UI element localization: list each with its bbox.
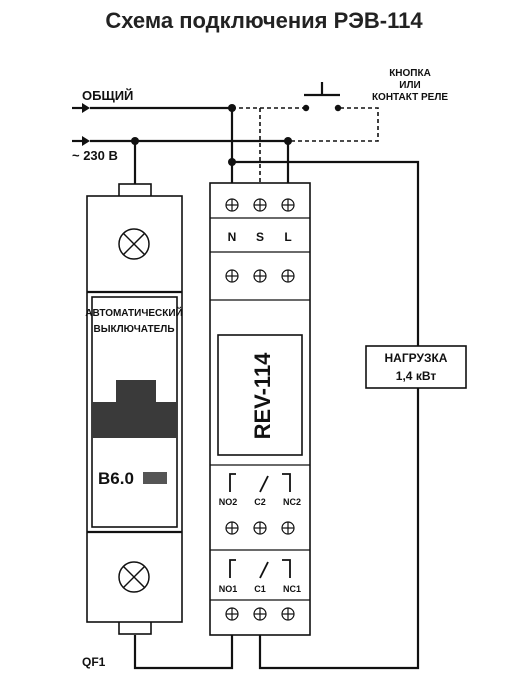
- breaker-id: QF1: [82, 655, 106, 669]
- terminal-screw-icon: [281, 198, 295, 212]
- relay-rev-114: [209, 182, 311, 636]
- junction-dot: [284, 137, 292, 145]
- button-label-line3: КОНТАКТ РЕЛЕ: [372, 92, 448, 103]
- breaker-label-line1: АВТОМАТИЧЕСКИЙ: [85, 306, 182, 319]
- load-power: 1,4 кВт: [396, 369, 437, 383]
- terminal-label-n: N: [228, 230, 237, 244]
- terminal-screw-icon: [225, 521, 239, 535]
- contact-label-c1: C1: [254, 584, 266, 594]
- contact-group-1-symbol: [229, 559, 291, 579]
- button-label-line2: ИЛИ: [399, 80, 420, 91]
- common-wire-label: ОБЩИЙ: [82, 88, 133, 103]
- common-input-arrow: [72, 103, 90, 113]
- terminal-screw-icon: [225, 269, 239, 283]
- contact-label-c2: C2: [254, 497, 266, 507]
- terminal-screw-icon: [281, 607, 295, 621]
- lamp-icon-top: [118, 228, 150, 260]
- button-label-line1: КНОПКА: [389, 68, 431, 79]
- contact-label-nc2: NC2: [283, 497, 301, 507]
- contact-label-no2: NO2: [219, 497, 238, 507]
- breaker-output-wire: [133, 620, 234, 670]
- terminal-screw-icon: [281, 521, 295, 535]
- load-label: НАГРУЗКА: [385, 351, 448, 365]
- contact-group-2-symbol: [229, 473, 291, 493]
- lamp-icon-bottom: [118, 561, 150, 593]
- diagram-title: Схема подключения РЭВ-114: [105, 8, 423, 33]
- terminal-screw-icon: [253, 269, 267, 283]
- breaker-rating: B6.0: [98, 469, 134, 488]
- terminal-screw-icon: [253, 521, 267, 535]
- breaker-label-line2: ВЫКЛЮЧАТЕЛЬ: [93, 324, 174, 335]
- terminal-label-s: S: [256, 230, 264, 244]
- circuit-breaker: [86, 183, 183, 635]
- supply-input-arrow: [72, 136, 90, 146]
- terminal-screw-icon: [253, 198, 267, 212]
- terminal-screw-icon: [281, 269, 295, 283]
- load-neutral-wire: [232, 160, 420, 670]
- junction-dot: [228, 158, 236, 166]
- contact-label-no1: NO1: [219, 584, 238, 594]
- junction-dot: [228, 104, 236, 112]
- load-box: [365, 345, 467, 389]
- push-button-icon: [302, 82, 342, 112]
- terminal-screw-icon: [253, 607, 267, 621]
- button-dashed-right: [288, 107, 379, 142]
- supply-wire-label: ~ 230 В: [72, 148, 118, 163]
- junction-dot: [131, 137, 139, 145]
- terminal-screw-icon: [225, 607, 239, 621]
- relay-model-label: REV-114: [250, 352, 275, 440]
- contact-label-nc1: NC1: [283, 584, 301, 594]
- terminal-screw-icon: [225, 198, 239, 212]
- terminal-label-l: L: [284, 230, 291, 244]
